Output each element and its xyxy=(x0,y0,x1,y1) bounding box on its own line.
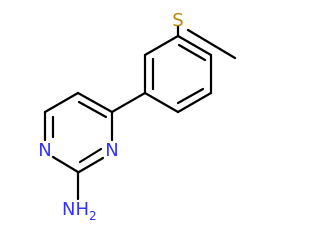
molecule-structure: N N NH2 S xyxy=(38,10,237,223)
amine-hydrogen: H xyxy=(75,199,89,220)
ring-nitrogen-3-label: N xyxy=(105,140,118,161)
bond-c2-n1 xyxy=(51,155,80,174)
bond-ph2-ph3 xyxy=(143,34,180,57)
amine-hydrogen-count: 2 xyxy=(89,209,97,223)
bond-ph5-ph6-inner xyxy=(176,87,205,105)
bond-ph6-ph1 xyxy=(143,91,180,114)
atom-labels: N N NH2 S xyxy=(38,10,183,223)
bond-c6-c5 xyxy=(43,91,80,114)
bond-sulfur-methyl xyxy=(186,28,237,60)
bond-c5-c4-inner xyxy=(77,100,108,119)
bond-n3-c2 xyxy=(77,156,105,174)
molecule-canvas: N N NH2 S xyxy=(38,10,237,223)
amine-nitrogen: N xyxy=(62,199,75,220)
bond-n3-c2-inner xyxy=(78,147,103,164)
bond-ph5-ph6 xyxy=(176,91,213,114)
bond-ph3-ph4 xyxy=(176,34,213,57)
bonds xyxy=(43,24,237,201)
bond-ph3-ph4-inner xyxy=(177,43,207,62)
bond-pyrimidine-phenyl xyxy=(110,91,147,114)
ring-nitrogen-1-label: N xyxy=(38,140,51,161)
bond-c5-c4 xyxy=(76,91,114,114)
amine-label: NH2 xyxy=(62,199,97,223)
sulfur-label: S xyxy=(172,10,183,31)
